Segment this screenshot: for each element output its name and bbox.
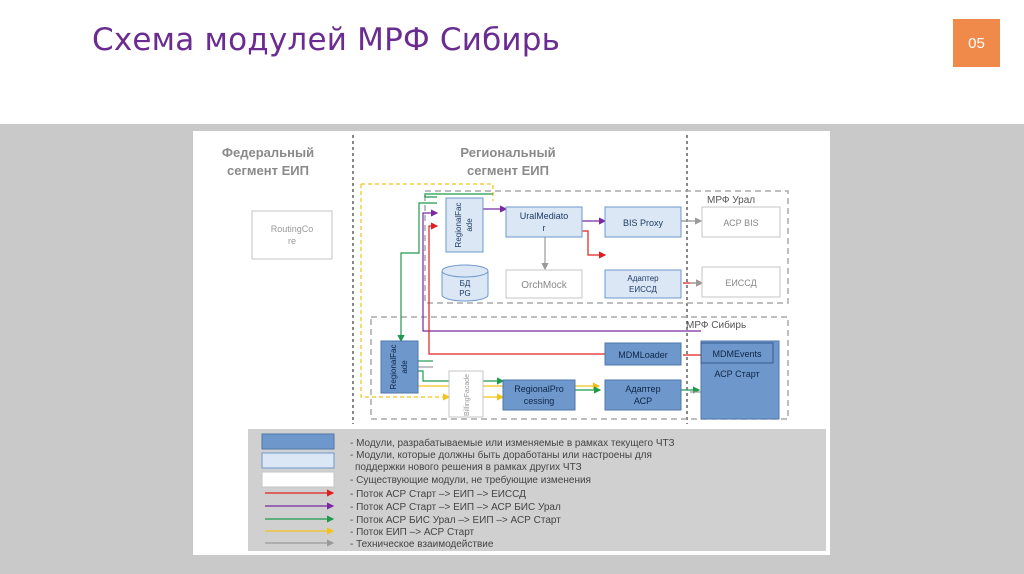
regional-facade-top-label-1: RegionalFac bbox=[454, 203, 463, 248]
federal-heading-line1: Федеральный bbox=[222, 145, 314, 160]
mdm-events-module bbox=[700, 342, 774, 364]
flow-red-up bbox=[428, 222, 605, 355]
regional-processing-module bbox=[502, 379, 576, 411]
ural-mediator-label-2: r bbox=[543, 223, 546, 233]
ural-mediator-module bbox=[505, 206, 583, 238]
legend-text-gray: - Техническое взаимодействие bbox=[350, 539, 494, 550]
legend-swatch-white bbox=[261, 471, 335, 488]
regional-processing-label-2: cessing bbox=[524, 396, 555, 406]
adapter-eissd-module bbox=[604, 269, 682, 299]
diagram-canvas: Федеральный сегмент ЕИП Региональный сег… bbox=[222, 135, 826, 551]
module-diagram: Федеральный сегмент ЕИП Региональный сег… bbox=[193, 131, 830, 555]
legend-text-green: - Поток АСР БИС Урал –> ЕИП –> АСР Старт bbox=[350, 515, 561, 526]
mdm-loader-label: MDMLoader bbox=[618, 350, 668, 360]
regional-processing-label-1: RegionalPro bbox=[514, 384, 564, 394]
regional-facade-bottom-module bbox=[380, 340, 419, 394]
regional-heading-line2: сегмент ЕИП bbox=[467, 163, 549, 178]
orch-mock-label: OrchMock bbox=[521, 280, 568, 291]
adapter-asr-module bbox=[604, 379, 682, 411]
regional-facade-bottom-label-1: RegionalFac bbox=[389, 345, 398, 390]
legend-text-light-2: поддержки нового решения в рамках других… bbox=[355, 462, 582, 473]
legend-swatch-light bbox=[261, 452, 335, 469]
regional-heading-line1: Региональный bbox=[460, 145, 555, 160]
eissd-label: ЕИССД bbox=[725, 278, 756, 288]
adapter-eissd-label-1: Адаптер bbox=[627, 274, 659, 283]
eissd-module bbox=[701, 266, 781, 298]
adapter-asr-label-2: АСР bbox=[634, 396, 652, 406]
mdm-events-label: MDMEvents bbox=[712, 349, 762, 359]
adapter-asr-label-1: Адаптер bbox=[625, 384, 660, 394]
routing-core-label-2: re bbox=[288, 236, 296, 246]
legend-swatch-dark bbox=[261, 433, 335, 450]
mrf-siberia-label: МРФ Сибирь bbox=[686, 319, 746, 331]
orch-mock-module bbox=[505, 269, 583, 299]
ural-mediator-label-1: UralMediato bbox=[520, 211, 569, 221]
flow-yellow-top bbox=[361, 183, 494, 201]
flow-yellow-left bbox=[360, 184, 451, 401]
db-pg-cylinder-icon bbox=[441, 264, 489, 302]
routing-core-label-1: RoutingCo bbox=[271, 224, 314, 234]
legend-text-purple: - Поток АСР Старт –> ЕИП –> АСР БИС Урал bbox=[350, 502, 561, 513]
billing-facade-label: BillingFacade bbox=[464, 374, 471, 416]
asr-bis-module bbox=[701, 206, 781, 238]
flow-green-down bbox=[397, 202, 437, 343]
mrf-ural-label: МРФ Урал bbox=[707, 195, 755, 206]
bis-proxy-label: BIS Proxy bbox=[623, 218, 664, 228]
flow-red-to-adapter bbox=[582, 230, 607, 259]
db-pg-label-1: БД bbox=[460, 279, 471, 288]
db-pg-label-2: PG bbox=[459, 289, 471, 298]
bis-proxy-module bbox=[604, 206, 682, 238]
flow-green-top bbox=[424, 193, 493, 198]
mdm-loader-module bbox=[604, 342, 682, 366]
flow-purple-up bbox=[422, 209, 701, 332]
asr-start-label: АСР Старт bbox=[714, 369, 759, 379]
routing-core-module bbox=[251, 210, 333, 260]
mrf-ural-frame bbox=[424, 190, 789, 304]
regional-facade-bottom-label-2: ade bbox=[400, 360, 409, 374]
legend-text-light: - Модули, которые должны быть доработаны… bbox=[350, 449, 652, 461]
slide-title: Схема модулей МРФ Сибирь bbox=[92, 22, 561, 58]
legend-panel bbox=[248, 429, 826, 551]
legend-text-white: - Существующие модули, не требующие изме… bbox=[350, 474, 591, 486]
legend-text-dark: - Модули, разрабатываемые или изменяемые… bbox=[350, 437, 675, 449]
legend-text-yellow: - Поток ЕИП –> АСР Старт bbox=[350, 527, 475, 538]
legend: - Модули, разрабатываемые или изменяемые… bbox=[248, 429, 826, 551]
billing-facade-module bbox=[448, 370, 484, 418]
regional-facade-top-module bbox=[445, 197, 484, 253]
regional-facade-top-label-2: ade bbox=[465, 218, 474, 232]
page-number-badge: 05 bbox=[953, 19, 1000, 67]
federal-heading-line2: сегмент ЕИП bbox=[227, 163, 309, 178]
legend-text-red: - Поток АСР Старт –> ЕИП –> ЕИССД bbox=[350, 489, 526, 500]
adapter-eissd-label-2: ЕИССД bbox=[629, 285, 657, 294]
asr-bis-label: АСР BIS bbox=[723, 218, 758, 228]
